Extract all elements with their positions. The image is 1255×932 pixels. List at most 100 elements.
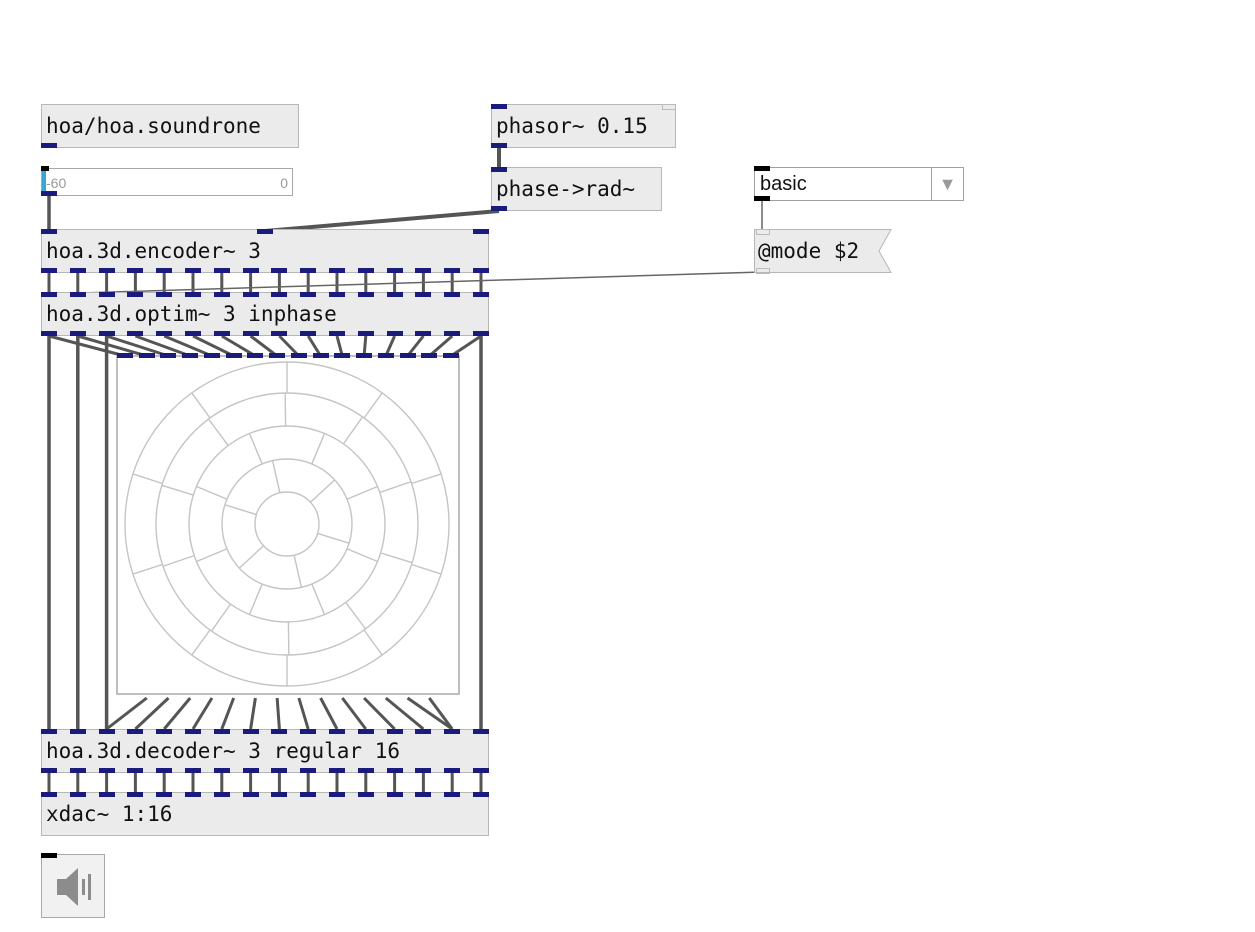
object-xdac[interactable]: xdac~ 1:16 — [41, 792, 489, 836]
decoder-inlet[interactable] — [473, 729, 489, 734]
patch-cord[interactable] — [220, 697, 236, 730]
optim-inlet[interactable] — [185, 292, 201, 297]
optim-outlet[interactable] — [444, 331, 461, 336]
soundrone-view-inlet[interactable] — [377, 353, 394, 358]
soundrone-view-inlet[interactable] — [247, 353, 264, 358]
decoder-inlet[interactable] — [357, 729, 374, 734]
soundrone-view-inlet[interactable] — [138, 353, 155, 358]
encoder-inlet-2[interactable] — [257, 229, 273, 234]
patch-cord[interactable] — [319, 697, 339, 730]
optim-outlet[interactable] — [41, 331, 57, 336]
optim-inlet[interactable] — [415, 292, 432, 297]
patch-cord[interactable] — [106, 334, 169, 358]
encoder-outlet[interactable] — [69, 268, 86, 273]
xdac-inlet[interactable] — [41, 792, 57, 797]
optim-outlet[interactable] — [69, 331, 86, 336]
encoder-outlet[interactable] — [473, 268, 489, 273]
optim-outlet[interactable] — [213, 331, 230, 336]
patch-cord[interactable] — [163, 334, 213, 358]
encoder-outlet[interactable] — [300, 268, 317, 273]
optim-inlet[interactable] — [213, 292, 230, 297]
optim-outlet[interactable] — [98, 331, 115, 336]
decoder-outlet[interactable] — [357, 768, 374, 773]
soundrone-view-inlet[interactable] — [334, 353, 351, 358]
optim-inlet[interactable] — [156, 292, 173, 297]
patch-cord[interactable] — [362, 696, 396, 731]
optim-inlet[interactable] — [473, 292, 489, 297]
decoder-inlet[interactable] — [185, 729, 201, 734]
decoder-inlet[interactable] — [444, 729, 461, 734]
decoder-outlet[interactable] — [386, 768, 403, 773]
soundrone-view-inlet[interactable] — [269, 353, 286, 358]
decoder-inlet[interactable] — [156, 729, 173, 734]
xdac-inlet[interactable] — [415, 792, 432, 797]
object-encoder[interactable]: hoa.3d.encoder~ 3 — [41, 229, 489, 273]
slider-knob[interactable] — [42, 171, 46, 195]
object-decoder[interactable]: hoa.3d.decoder~ 3 regular 16 — [41, 729, 489, 773]
soundrone-view-inlet[interactable] — [182, 353, 199, 358]
xdac-inlet[interactable] — [329, 792, 345, 797]
decoder-outlet[interactable] — [329, 768, 345, 773]
patch-cord[interactable] — [48, 334, 126, 358]
patch-cord[interactable] — [264, 209, 500, 233]
decoder-outlet[interactable] — [127, 768, 144, 773]
decoder-inlet[interactable] — [300, 729, 317, 734]
soundrone-view-inlet[interactable] — [421, 353, 438, 358]
mode-menu[interactable]: basic ▼ — [754, 167, 964, 201]
decoder-outlet[interactable] — [98, 768, 115, 773]
xdac-inlet[interactable] — [444, 792, 461, 797]
encoder-outlet[interactable] — [415, 268, 432, 273]
menu-inlet[interactable] — [754, 166, 770, 171]
encoder-outlet[interactable] — [386, 268, 403, 273]
encoder-inlet-3[interactable] — [473, 229, 489, 234]
patch-cord[interactable] — [384, 696, 425, 731]
xdac-inlet[interactable] — [300, 792, 317, 797]
decoder-outlet[interactable] — [41, 768, 57, 773]
decoder-outlet[interactable] — [242, 768, 259, 773]
encoder-outlet[interactable] — [41, 268, 57, 273]
decoder-outlet[interactable] — [473, 768, 489, 773]
encoder-outlet[interactable] — [156, 268, 173, 273]
optim-inlet[interactable] — [444, 292, 461, 297]
encoder-outlet[interactable] — [98, 268, 115, 273]
optim-inlet[interactable] — [271, 292, 288, 297]
patch-cord[interactable] — [450, 334, 482, 358]
decoder-outlet[interactable] — [156, 768, 173, 773]
patch-cord[interactable] — [406, 696, 454, 731]
patch-cord[interactable] — [406, 335, 425, 357]
patch-cord[interactable] — [221, 334, 257, 358]
encoder-outlet[interactable] — [127, 268, 144, 273]
xdac-inlet[interactable] — [185, 792, 201, 797]
mode-message[interactable]: @mode $2 — [754, 229, 892, 273]
object-phase-rad[interactable]: phase->rad~ — [491, 167, 662, 211]
soundrone-view-inlet[interactable] — [117, 353, 133, 358]
encoder-outlet[interactable] — [213, 268, 230, 273]
xdac-inlet[interactable] — [98, 792, 115, 797]
xdac-inlet[interactable] — [156, 792, 173, 797]
patch-cord[interactable] — [192, 334, 235, 358]
patch-cord[interactable] — [249, 334, 279, 358]
patch-cord[interactable] — [341, 697, 367, 730]
soundrone-view-inlet[interactable] — [443, 353, 459, 358]
patch-cord[interactable] — [77, 334, 148, 358]
decoder-inlet[interactable] — [386, 729, 403, 734]
phase-rad-outlet[interactable] — [491, 206, 507, 211]
decoder-inlet[interactable] — [213, 729, 230, 734]
patch-cord[interactable] — [297, 697, 310, 730]
optim-inlet[interactable] — [300, 292, 317, 297]
phase-rad-inlet[interactable] — [491, 167, 507, 172]
encoder-outlet[interactable] — [444, 268, 461, 273]
patch-cord[interactable] — [278, 334, 300, 358]
menu-outlet[interactable] — [754, 196, 770, 201]
xdac-inlet[interactable] — [271, 792, 288, 797]
optim-outlet[interactable] — [300, 331, 317, 336]
optim-inlet[interactable] — [127, 292, 144, 297]
soundrone-view-inlet[interactable] — [203, 353, 220, 358]
decoder-outlet[interactable] — [69, 768, 86, 773]
patch-cord[interactable] — [306, 335, 322, 357]
optim-outlet[interactable] — [156, 331, 173, 336]
encoder-outlet[interactable] — [271, 268, 288, 273]
patch-cord[interactable] — [134, 334, 191, 358]
patch-cord[interactable] — [428, 697, 454, 730]
object-optim[interactable]: hoa.3d.optim~ 3 inphase — [41, 292, 489, 336]
